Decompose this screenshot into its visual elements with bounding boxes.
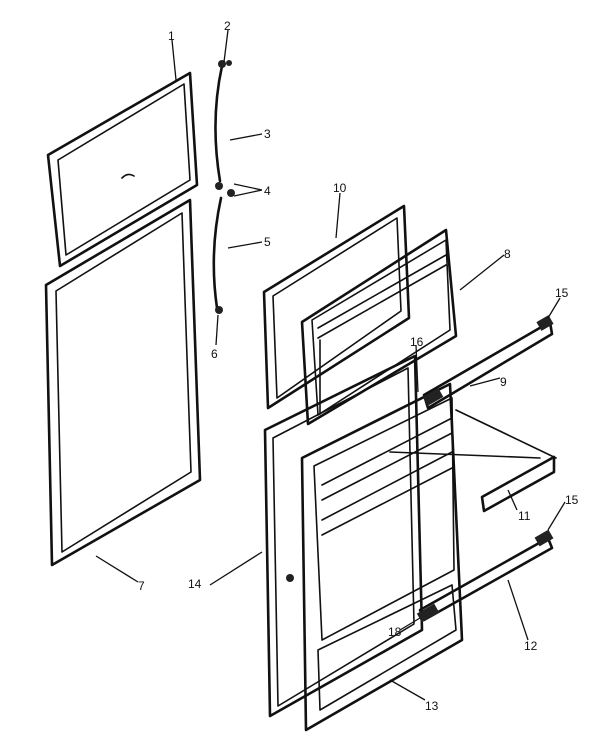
handle-screws [215, 182, 235, 197]
callout-18: 18 [388, 625, 402, 639]
callout-4: 4 [264, 184, 271, 198]
fresh-food-shelf-bar [416, 529, 554, 623]
callout-6: 6 [211, 347, 218, 361]
callout-8: 8 [504, 247, 511, 261]
leader-lines [95, 29, 566, 701]
callout-13: 13 [425, 699, 439, 713]
callout-9: 9 [500, 375, 507, 389]
callout-7: 7 [138, 579, 145, 593]
callout-16: 16 [410, 335, 424, 349]
fresh-food-door-gasket [44, 198, 202, 567]
callout-labels: 1 2 3 4 5 6 7 8 9 10 11 12 13 14 15 15 1… [138, 19, 579, 713]
callout-1: 1 [168, 29, 175, 43]
callout-5: 5 [264, 235, 271, 249]
door-shelf [389, 409, 557, 513]
callout-15-lower: 15 [565, 493, 579, 507]
fresh-food-handle [212, 196, 223, 314]
freezer-door-liner [300, 228, 458, 426]
callout-2: 2 [224, 19, 231, 33]
callout-3: 3 [264, 127, 271, 141]
callout-10: 10 [333, 181, 347, 195]
callout-14: 14 [188, 577, 202, 591]
callout-12: 12 [524, 639, 538, 653]
fresh-food-liner-gasket [263, 354, 424, 718]
freezer-handle [214, 60, 232, 183]
callout-11: 11 [518, 509, 531, 523]
freezer-liner-gasket [262, 204, 411, 410]
fresh-food-door-liner [286, 382, 464, 732]
freezer-door-gasket [46, 71, 199, 268]
freezer-shelf-bar [422, 315, 554, 410]
callout-15-upper: 15 [555, 286, 569, 300]
